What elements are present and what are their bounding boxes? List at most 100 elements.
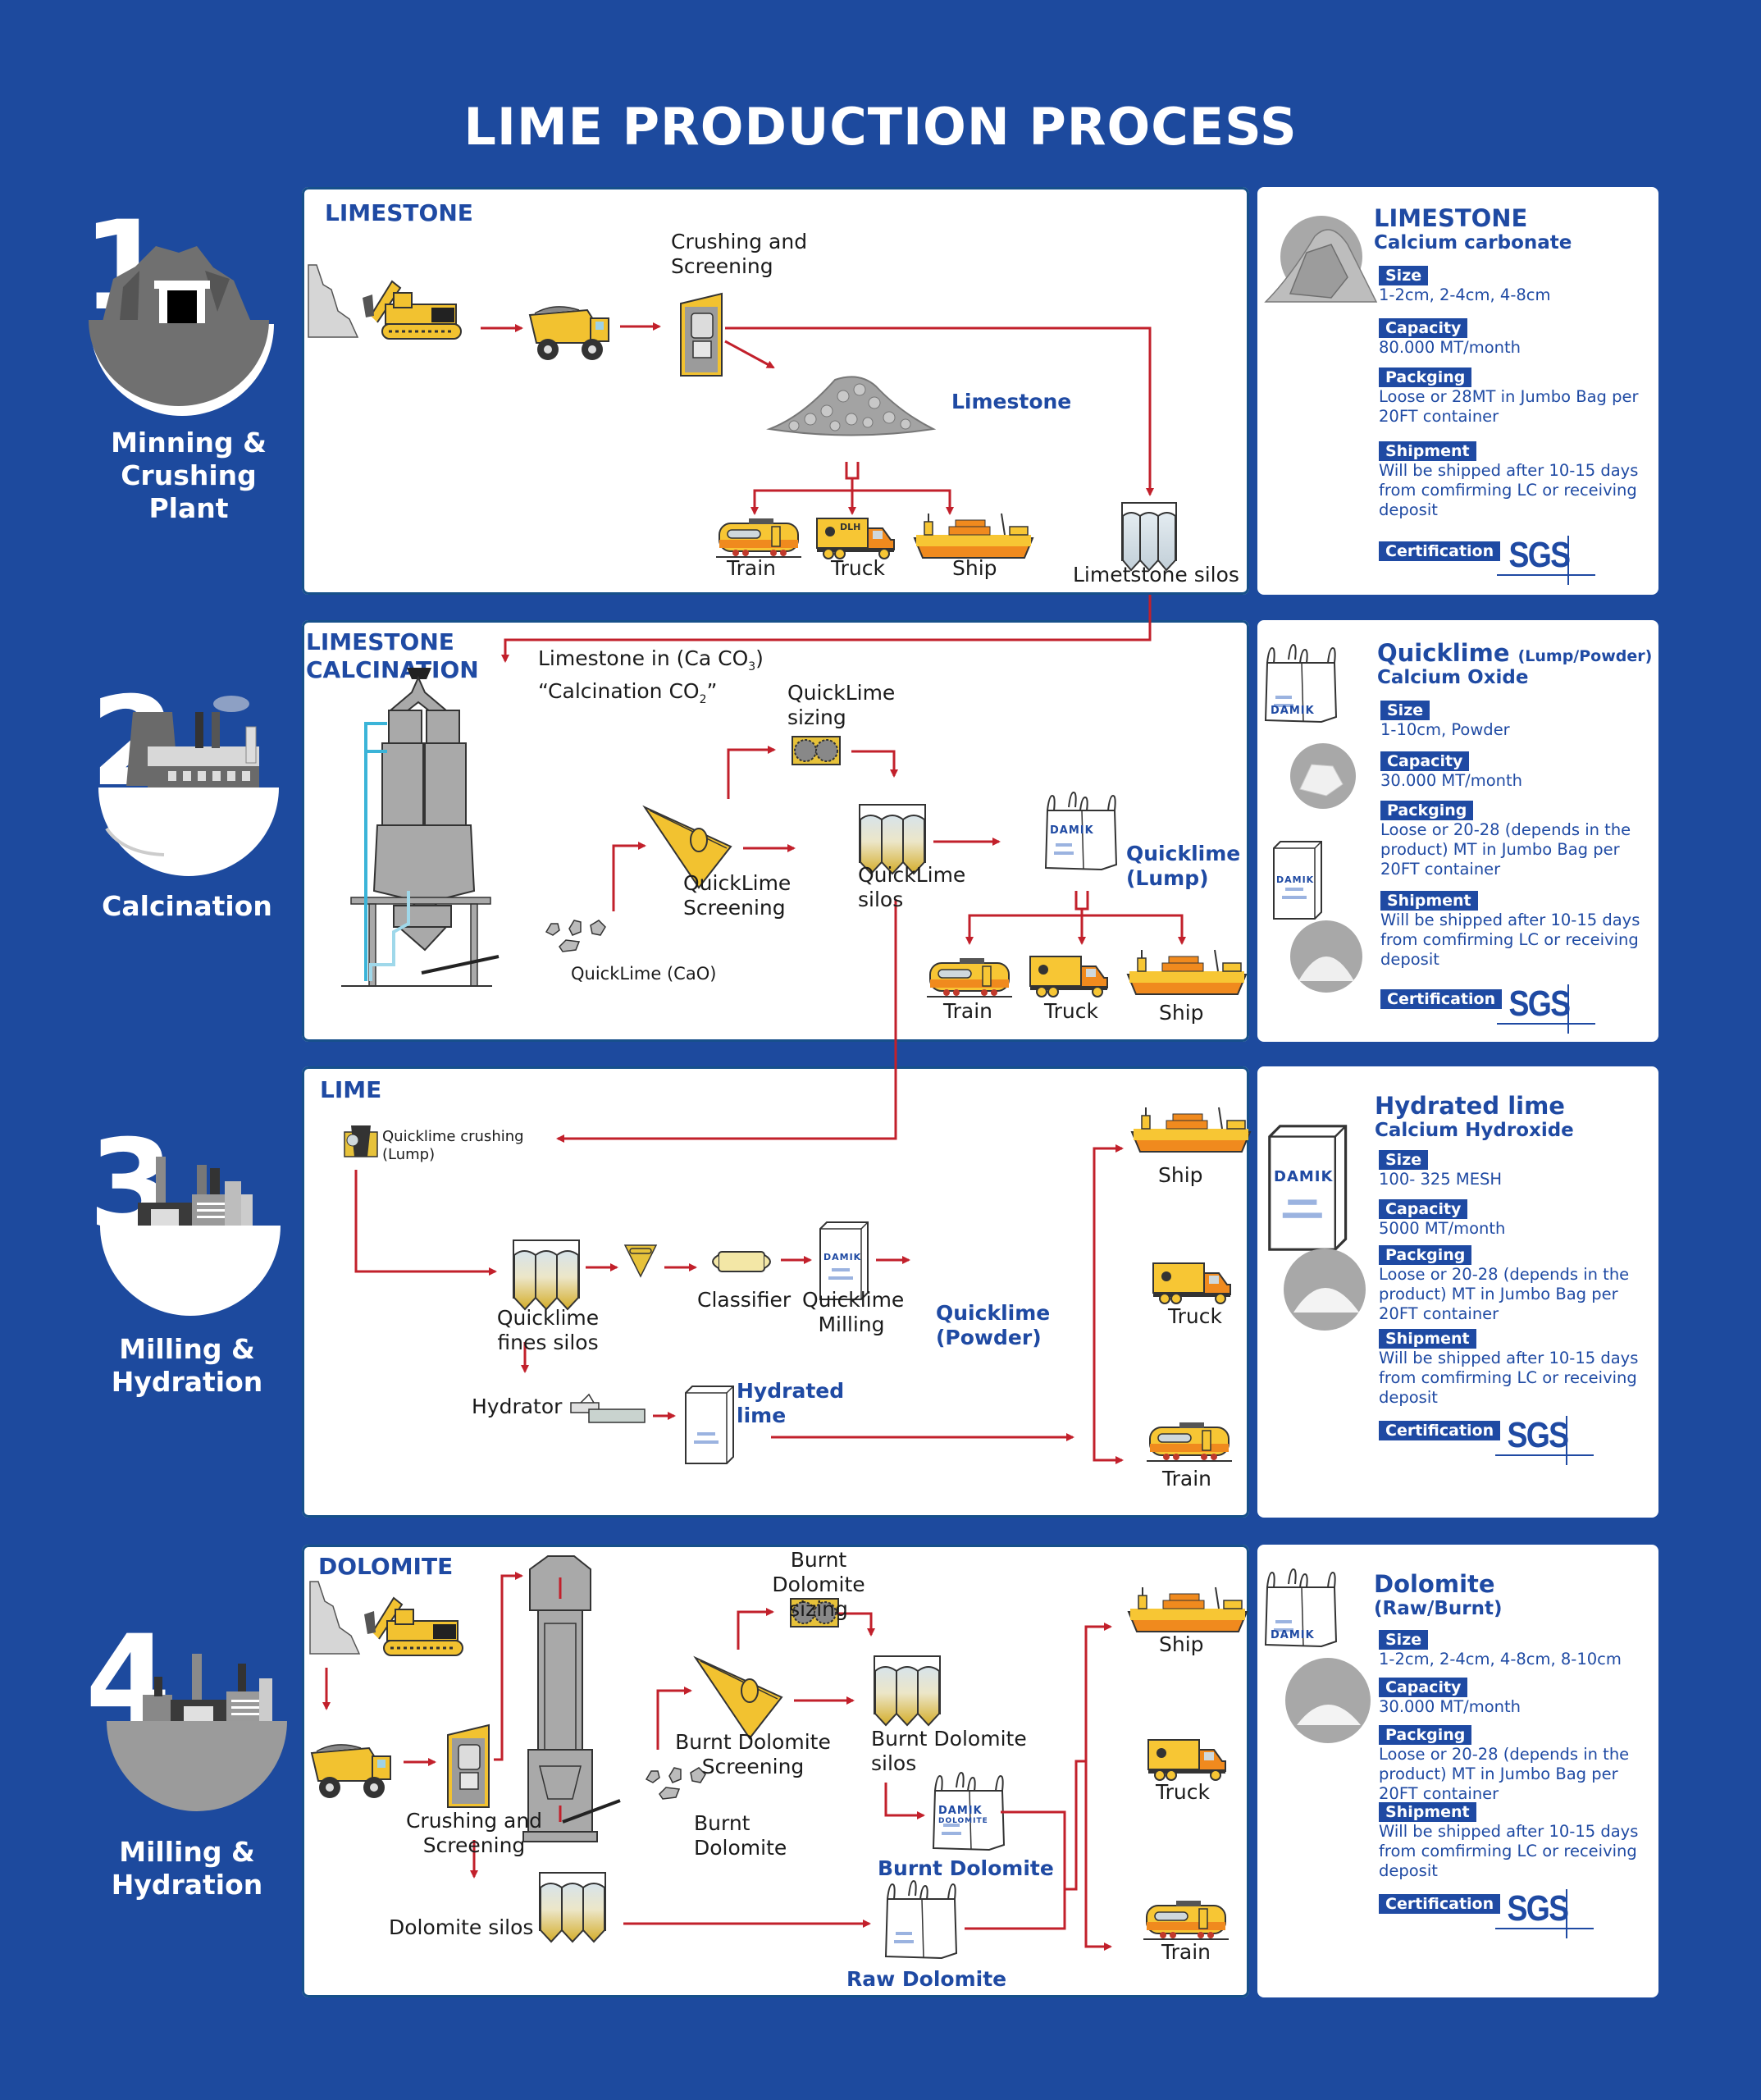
card-subtitle: Calcium carbonate [1374,232,1572,253]
packaging-value: Loose or 20-28 (depends in the product) … [1379,1745,1630,1803]
step-label-line: Plant [148,492,229,524]
input-line-1: Limestone in (Ca CO3) [538,646,764,679]
label-line: Crushing and [405,1809,543,1833]
flow-arrow [968,914,1184,943]
dolomite-diagram [308,1555,1248,1959]
label-line: (Powder) [936,1326,1042,1349]
ship-icon [914,513,1033,559]
info-card-hydrated-lime: DAMIK Hydrated lime Calcium Hydroxide Si… [1257,1066,1658,1518]
label-line: Quicklime [802,1288,905,1312]
flow-arrow [884,1783,925,1819]
flow-arrow [737,1608,774,1650]
size-badge: Size [1380,701,1430,720]
info-card-limestone: LIMESTONE Calcium carbonate Size 1-2cm, … [1257,187,1658,595]
limestone-product-label: Limestone [951,390,1072,413]
text: ) [755,646,764,670]
ship-icon [1128,1586,1248,1632]
limestone-diagram [307,263,1177,622]
train-icon [1143,1900,1230,1940]
label-line: sizing [787,705,846,729]
label-line: Quicklime [936,1301,1051,1325]
packaging-badge: Packging [1380,801,1474,820]
flow-arrow [1074,891,1089,911]
quicklime-lump-label: Quicklime (Lump) [1126,842,1240,891]
flow-arrow [501,596,1152,663]
dolomite-silos-icon [539,1872,606,1942]
label-line: fines silos [497,1331,599,1354]
flow-arrow [556,1042,897,1143]
raw-dolomite-product-label: Raw Dolomite [846,1967,1007,1991]
shaft-kiln-icon [522,1555,621,1842]
packaging-value: Loose or 20-28 (depends in the product) … [1380,820,1631,879]
step-label: Minning & Crushing Plant [66,427,312,525]
sgs-logo: SGS [1507,1415,1570,1455]
raw-dolomite-bag-icon [885,1880,957,1959]
size-value: 1-2cm, 2-4cm, 4-8cm [1379,285,1551,304]
ship-icon [1131,1107,1251,1153]
plant-icon [100,1157,281,1316]
screener-icon [695,1657,782,1739]
excavator-icon [308,1580,464,1657]
size-value: 1-10cm, Powder [1380,720,1510,739]
card-subtitle: Calcium Hydroxide [1375,1120,1574,1141]
step-label-line: Hydration [111,1869,263,1901]
fines-silos-label: Quicklime fines silos [486,1306,609,1355]
classifier-label: Classifier [697,1288,792,1312]
burnt-dolomite-sizing-label: Burnt Dolomite sizing [745,1548,892,1622]
info-card-quicklime: DAMIK DAMIK Quicklime (Lump/Powder) Calc… [1257,620,1658,1042]
section-title: LIMESTONE [325,199,473,226]
transport-label-train: Train [1162,1467,1211,1491]
transport-label-ship: Ship [952,556,997,580]
card-title: Hydrated lime [1375,1092,1565,1120]
flow-arrow [1093,1147,1114,1462]
packaging-badge: Packging [1379,368,1472,387]
sgs-logo: SGS [1508,984,1572,1024]
truck-icon [1152,1262,1231,1304]
step-label-line: Calcination [102,890,272,922]
train-icon [1146,1422,1233,1462]
paper-bag-brand: DAMIK [1276,874,1314,886]
limestone-silos-icon [1121,502,1177,571]
calcination-panel: LIMESTONE CALCINATION [302,596,1249,1080]
train-icon [926,957,1013,998]
card-subtitle: (Raw/Burnt) [1374,1598,1503,1619]
dolomite-panel: DOLOMITE [302,1545,1249,1997]
train-icon [715,518,802,558]
limestone-input-label: Limestone in (Ca CO3) “Calcination CO2” [538,646,764,712]
shipment-badge: Shipment [1379,1329,1476,1349]
flow-arrow [724,340,775,369]
label-line: Hydrated [737,1379,845,1403]
packaging-badge: Packging [1379,1245,1472,1265]
label-line: Quicklime crushing [382,1128,524,1145]
burnt-dolomite-silos-icon [874,1655,941,1726]
shipment-badge: Shipment [1379,1802,1476,1822]
section-title: LIME [320,1076,382,1103]
packaging-value: Loose or 20-28 (depends in the product) … [1379,1265,1630,1323]
transport-label-ship: Ship [1159,1001,1204,1025]
limestone-pile-icon [769,376,934,436]
step-label-line: Milling & [119,1333,255,1365]
jumbo-bag-brand: DAMIK [1271,1629,1315,1641]
step-label-line: Crushing [121,459,257,491]
step-4: 4 Milling & Hydration [74,1619,303,1903]
label-line: Screening [683,896,786,920]
card-title: Quicklime (Lump/Powder) [1377,640,1652,669]
label-line: (Lump) [382,1146,436,1163]
sgs-underline [1495,1928,1594,1929]
label-line: QuickLime [858,863,966,887]
mine-icon [89,246,274,416]
sgs-logo: SGS [1507,1888,1570,1929]
label-line: (Lump) [1126,866,1209,890]
limestone-rock-icon [1264,216,1378,303]
capacity-value: 80.000 MT/month [1379,338,1521,357]
page-title: LIME PRODUCTION PROCESS [463,97,1298,157]
industrial-plant-icon [107,1654,287,1811]
mill-icon [712,1251,771,1272]
dolomite-product-icon [1265,1568,1371,1743]
quicklime-rocks-icon [545,920,606,952]
flow-arrow [354,1170,497,1276]
capacity-badge: Capacity [1380,751,1470,771]
lime-diagram [344,1042,1251,1464]
label-line: silos [858,888,904,911]
card-title: LIMESTONE [1374,204,1528,232]
